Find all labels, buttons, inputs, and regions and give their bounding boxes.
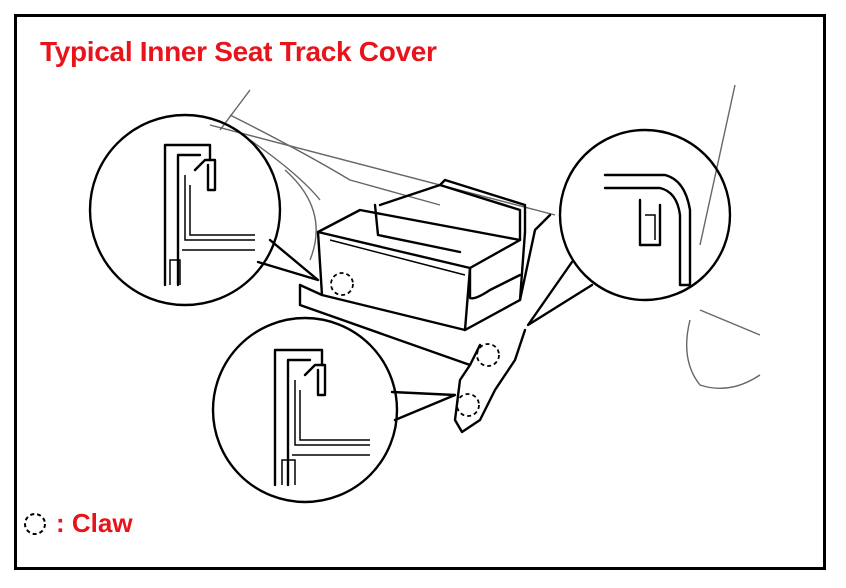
seat-rail-background bbox=[209, 84, 761, 390]
seat-track-cover bbox=[298, 178, 552, 434]
claw-marker bbox=[456, 393, 480, 417]
legend: : Claw bbox=[22, 508, 133, 539]
claw-marker bbox=[476, 343, 500, 367]
detail-callout-upper-left bbox=[88, 113, 320, 307]
claw-symbol-icon bbox=[24, 512, 46, 535]
legend-label: : Claw bbox=[56, 508, 133, 538]
diagram-frame bbox=[14, 14, 826, 570]
detail-callout-right bbox=[526, 128, 732, 327]
claw-marker bbox=[330, 272, 354, 296]
detail-callout-bottom bbox=[211, 316, 457, 504]
diagram-title: Typical Inner Seat Track Cover bbox=[40, 36, 437, 67]
